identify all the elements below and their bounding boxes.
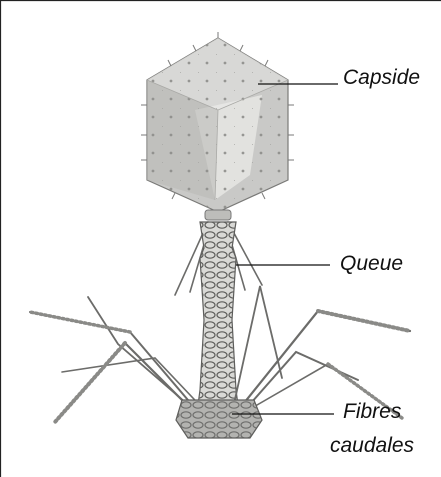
fibres-label-line2: caudales [330, 434, 415, 457]
tail [175, 222, 262, 420]
fibres-label-line1: Fibres [343, 400, 402, 423]
capsid [141, 32, 294, 220]
tail-label: Queue [340, 252, 403, 275]
capsid-label: Capside [343, 66, 420, 89]
baseplate [176, 400, 262, 438]
